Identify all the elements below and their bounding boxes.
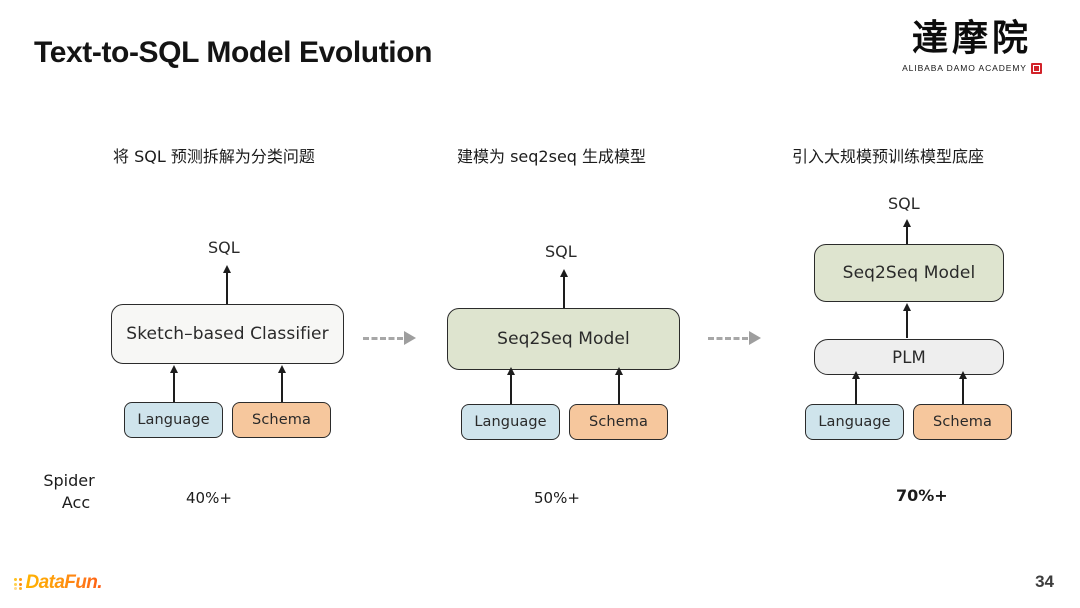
node-language-col3[interactable]: Language: [805, 404, 904, 440]
page-number: 34: [1035, 572, 1054, 591]
node-seq2seq-model-col3[interactable]: Seq2Seq Model: [814, 244, 1004, 302]
transition-arrow-1: [363, 331, 416, 345]
arrow-schema-col2: [618, 374, 620, 404]
transition-arrow-2-head: [749, 331, 761, 345]
node-schema-col2[interactable]: Schema: [569, 404, 668, 440]
arrow-language-col2: [510, 374, 512, 404]
arrow-plm-to-seq2seq-col3: [906, 310, 908, 338]
damo-logo-english-row: ALIBABA DAMO ACADEMY: [902, 62, 1042, 74]
node-language-col1[interactable]: Language: [124, 402, 223, 438]
output-label-col1: SQL: [208, 238, 240, 257]
arrow-language-col3: [855, 378, 857, 404]
metric-axis-label: Spider Acc: [24, 470, 114, 513]
datafun-dots-icon: [14, 578, 22, 590]
seal-stamp-icon: [1030, 62, 1042, 74]
transition-arrow-1-head: [404, 331, 416, 345]
node-language-col2[interactable]: Language: [461, 404, 560, 440]
datafun-wordmark: DataFun.: [25, 572, 103, 593]
column-heading-1: 将 SQL 预测拆解为分类问题: [113, 147, 315, 166]
output-label-col3: SQL: [888, 194, 920, 213]
arrow-main-to-output-col3: [906, 226, 908, 244]
page-title: Text-to-SQL Model Evolution: [34, 36, 433, 69]
datafun-logo: DataFun.: [14, 572, 103, 594]
node-plm-col3[interactable]: PLM: [814, 339, 1004, 375]
metric-axis-line1: Spider: [43, 471, 95, 490]
metric-axis-line2: Acc: [61, 492, 91, 512]
transition-arrow-2: [708, 331, 761, 345]
damo-logo-english: ALIBABA DAMO ACADEMY: [902, 63, 1027, 74]
arrow-main-to-output-col2: [563, 276, 565, 308]
node-sketch-based-classifier[interactable]: Sketch–based Classifier: [111, 304, 344, 364]
transition-arrow-2-line: [708, 336, 748, 340]
arrow-language-col1: [173, 372, 175, 402]
node-schema-col3[interactable]: Schema: [913, 404, 1012, 440]
metric-value-col1: 40%+: [186, 489, 232, 507]
damo-logo-chinese: 達摩院: [911, 17, 1032, 59]
arrow-schema-col1: [281, 372, 283, 402]
column-heading-3: 引入大规模预训练模型底座: [792, 147, 985, 166]
transition-arrow-1-line: [363, 336, 403, 340]
metric-value-col2: 50%+: [534, 489, 580, 507]
metric-value-col3: 70%+: [896, 486, 948, 505]
arrow-schema-col3: [962, 378, 964, 404]
arrow-main-to-output-col1: [226, 272, 228, 304]
node-schema-col1[interactable]: Schema: [232, 402, 331, 438]
damo-academy-logo: 達摩院 ALIBABA DAMO ACADEMY: [902, 17, 1042, 74]
node-seq2seq-model-col2[interactable]: Seq2Seq Model: [447, 308, 680, 370]
output-label-col2: SQL: [545, 242, 577, 261]
column-heading-2: 建模为 seq2seq 生成模型: [457, 147, 647, 166]
